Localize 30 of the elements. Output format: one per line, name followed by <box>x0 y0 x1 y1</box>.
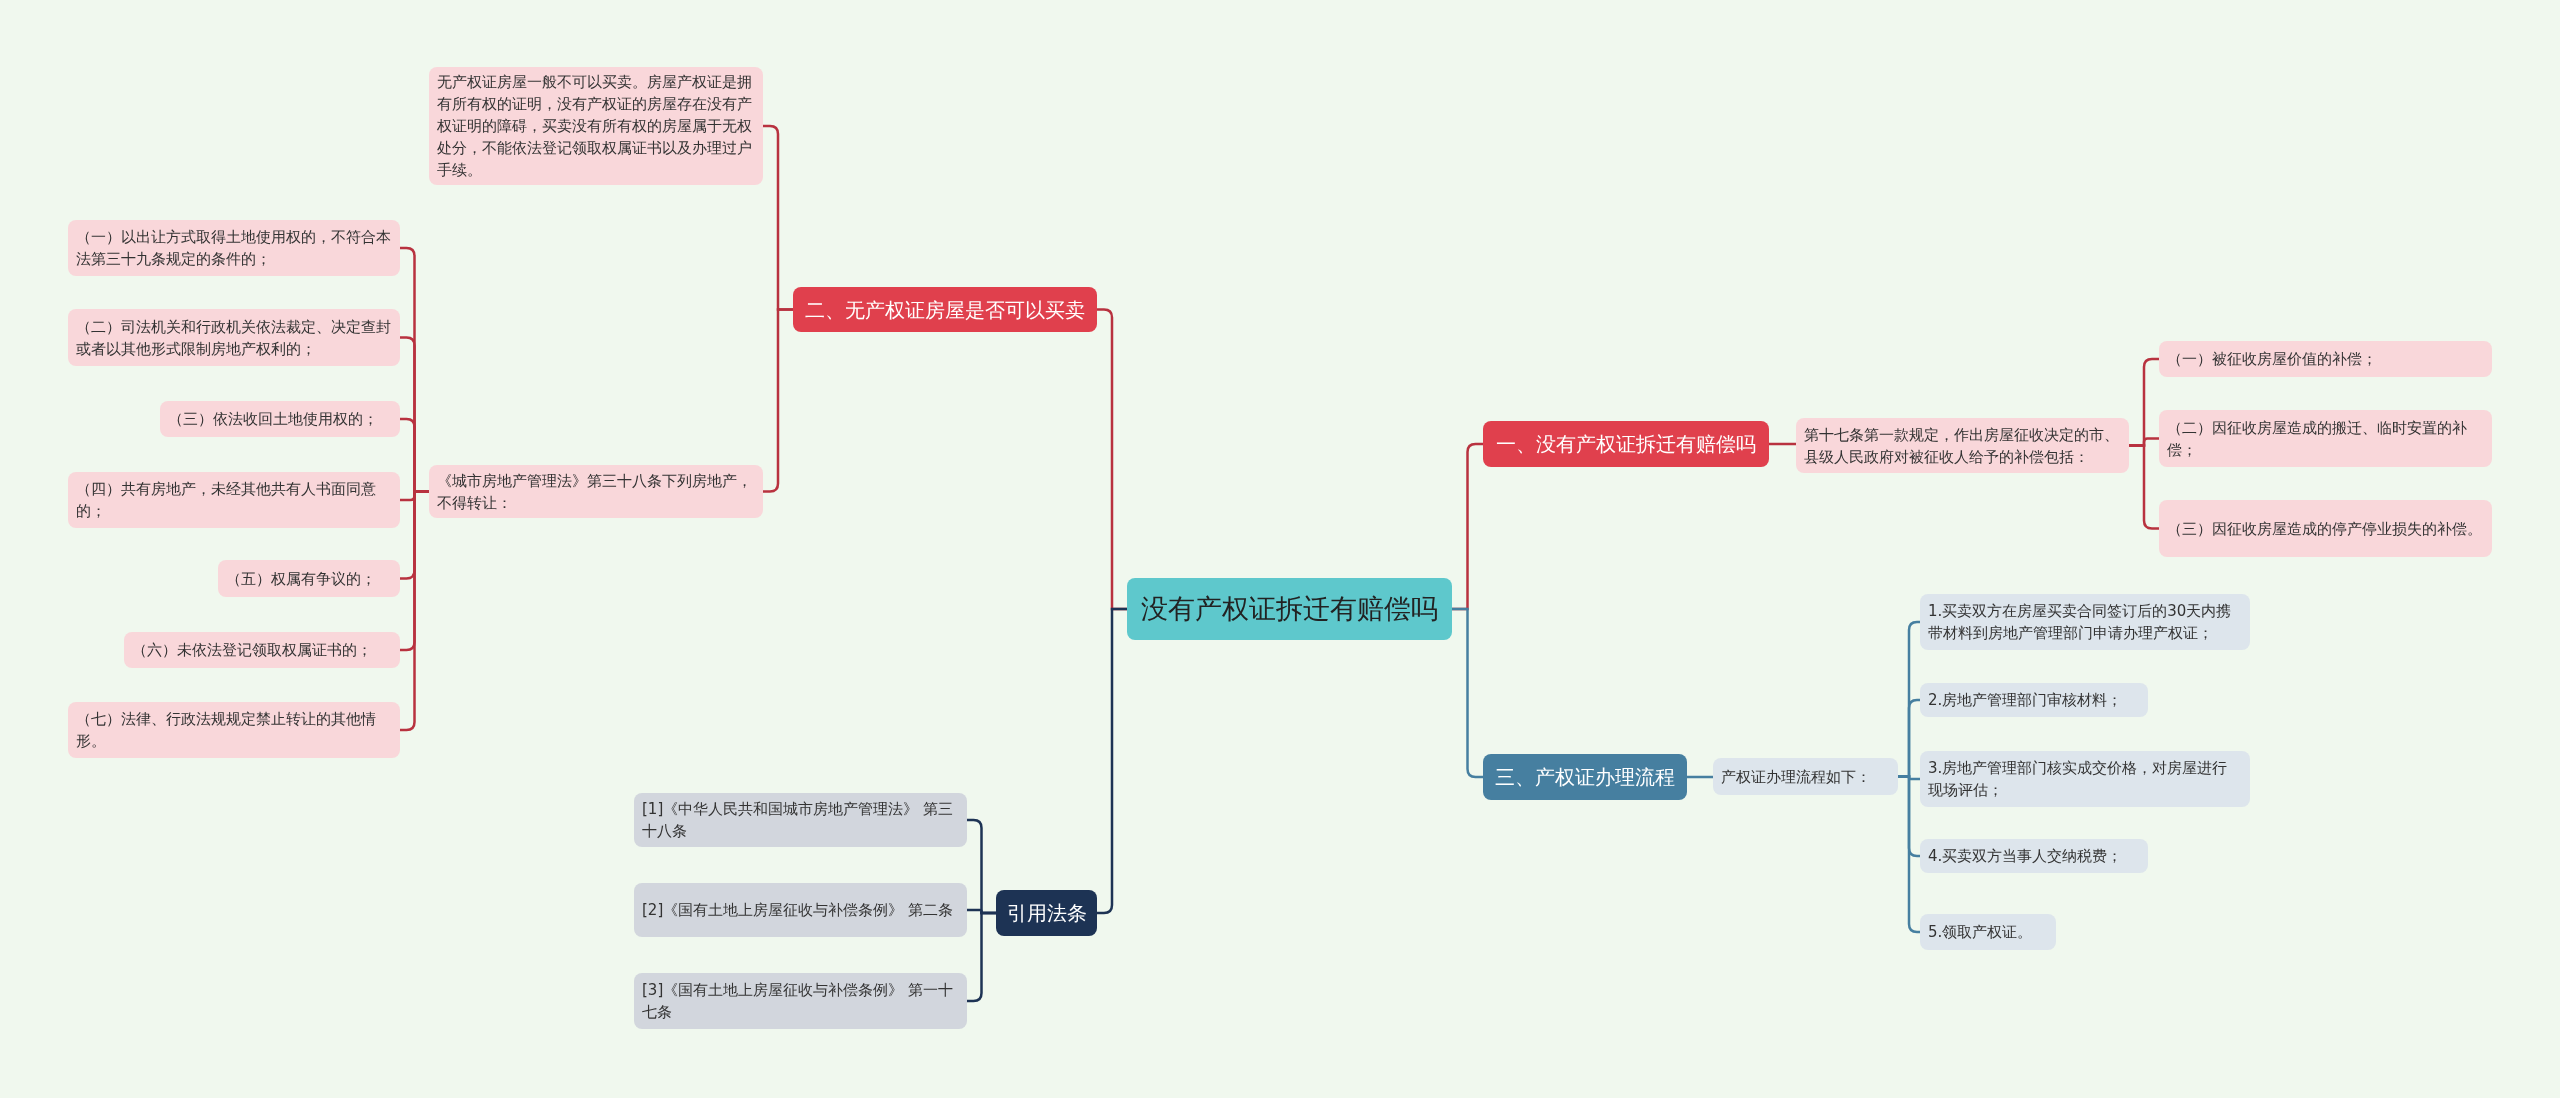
branch-topic-box: 二、无产权证房屋是否可以买卖 <box>793 287 1097 332</box>
text-box: 4.买卖双方当事人交纳税费； <box>1920 839 2148 873</box>
text-box: [1]《中华人民共和国城市房地产管理法》 第三十八条 <box>634 793 967 847</box>
text-box: （二）司法机关和行政机关依法裁定、决定查封或者以其他形式限制房地产权利的； <box>68 309 400 366</box>
central-topic-box: 没有产权证拆迁有赔偿吗 <box>1127 578 1452 640</box>
text-box: （三）因征收房屋造成的停产停业损失的补偿。 <box>2159 500 2492 557</box>
text-box: 产权证办理流程如下： <box>1713 758 1898 795</box>
connector-line <box>1452 607 1483 779</box>
text-box: （二）因征收房屋造成的搬迁、临时安置的补偿； <box>2159 410 2492 467</box>
text-box: （三）依法收回土地使用权的； <box>160 401 400 437</box>
text-box: 1.买卖双方在房屋买卖合同签订后的30天内携带材料到房地产管理部门申请办理产权证； <box>1920 594 2250 650</box>
branch-topic-box: 一、没有产权证拆迁有赔偿吗 <box>1483 421 1769 467</box>
text-box: [2]《国有土地上房屋征收与补偿条例》 第二条 <box>634 883 967 937</box>
connector-line <box>1769 442 1796 446</box>
text-box: （七）法律、行政法规规定禁止转让的其他情形。 <box>68 702 400 758</box>
text-box: 无产权证房屋一般不可以买卖。房屋产权证是拥有所有权的证明，没有产权证的房屋存在没有产权证明的障碍，买卖没有所有权的房屋属于无权处分，不能依法登记领取权属证书以及办理过户手续。 <box>429 67 763 185</box>
text-box: 3.房地产管理部门核实成交价格，对房屋进行现场评估； <box>1920 751 2250 807</box>
branch-topic-box: 三、产权证办理流程 <box>1483 754 1687 800</box>
text-box: （一）被征收房屋价值的补偿； <box>2159 341 2492 377</box>
text-box: [3]《国有土地上房屋征收与补偿条例》 第一十七条 <box>634 973 967 1029</box>
text-box: 2.房地产管理部门审核材料； <box>1920 683 2148 717</box>
connector-line <box>1687 775 1713 779</box>
text-box: （六）未依法登记领取权属证书的； <box>124 632 400 668</box>
text-box: 《城市房地产管理法》第三十八条下列房地产，不得转让： <box>429 465 763 518</box>
text-box: 5.领取产权证。 <box>1920 914 2056 950</box>
text-box: （五）权属有争议的； <box>218 560 400 597</box>
text-box: （一）以出让方式取得土地使用权的，不符合本法第三十九条规定的条件的； <box>68 220 400 276</box>
text-box: （四）共有房地产，未经其他共有人书面同意的； <box>68 472 400 528</box>
text-box: 第十七条第一款规定，作出房屋征收决定的市、县级人民政府对被征收人给予的补偿包括： <box>1796 418 2129 473</box>
branch-topic-box: 引用法条 <box>996 890 1097 936</box>
